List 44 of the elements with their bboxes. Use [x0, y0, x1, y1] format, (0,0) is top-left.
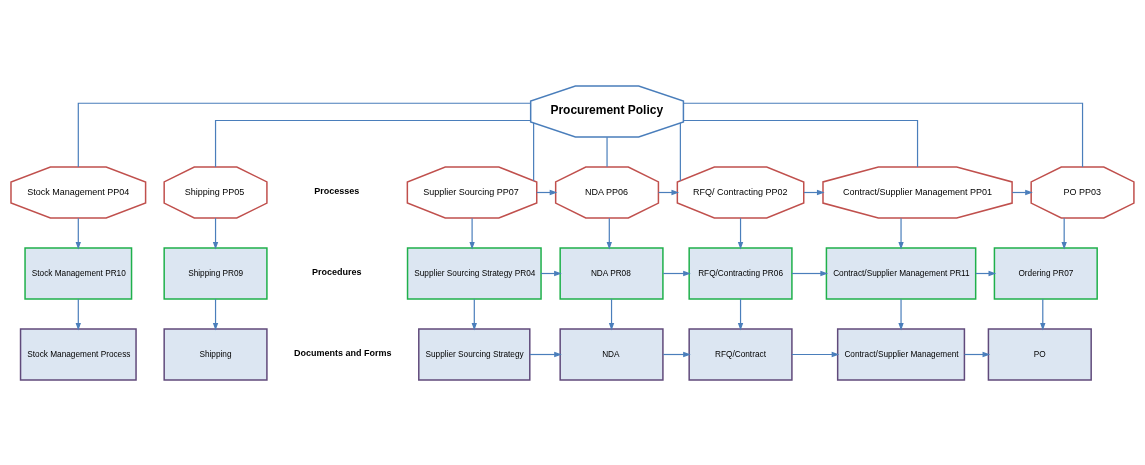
arrow: [1040, 298, 1046, 331]
connector: [679, 122, 681, 181]
node-box: Stock Management Process: [19, 327, 137, 381]
arrow: [662, 351, 691, 357]
arrow: [529, 351, 562, 357]
arrow: [471, 298, 477, 331]
node-box: Shipping PR09: [163, 246, 268, 300]
node-box: Shipping: [163, 327, 268, 381]
arrow: [75, 298, 81, 331]
node-box: NDA PR08: [559, 246, 664, 300]
arrow: [606, 217, 612, 250]
connector: [606, 136, 608, 167]
node-box: Supplier Sourcing Strategy PR04: [406, 246, 542, 300]
arrow: [737, 298, 744, 331]
node-box: PO: [987, 327, 1092, 381]
label: Procedures: [311, 266, 362, 277]
node-box: Supplier Sourcing Strategy: [418, 327, 531, 381]
node-box: NDA: [559, 327, 664, 381]
node-box: RFQ/Contract: [688, 327, 793, 381]
arrow: [791, 351, 840, 357]
connector: [683, 119, 919, 167]
connector: [214, 119, 532, 167]
node-box: Stock Management PR10: [24, 246, 133, 300]
arrow: [469, 217, 475, 250]
arrow: [737, 217, 744, 250]
node-box: Ordering PR07: [993, 246, 1098, 300]
connector: [533, 122, 535, 181]
label: Processes: [314, 185, 360, 196]
arrow: [608, 298, 615, 331]
label: Documents and Forms: [293, 347, 392, 358]
node-box: Contract/Supplier Management: [836, 327, 966, 381]
arrow: [662, 270, 691, 276]
connector: [682, 102, 1084, 168]
arrow: [212, 298, 219, 331]
arrow: [963, 351, 991, 357]
arrow: [791, 270, 829, 276]
arrow: [898, 217, 904, 250]
arrow: [75, 217, 81, 250]
node-box: Contract/Supplier Management PR11: [825, 246, 977, 300]
node-box: RFQ/Contracting PR06: [688, 246, 793, 300]
arrow: [212, 217, 219, 250]
connector: [77, 102, 532, 168]
arrow: [898, 298, 904, 331]
arrow: [1061, 217, 1067, 250]
